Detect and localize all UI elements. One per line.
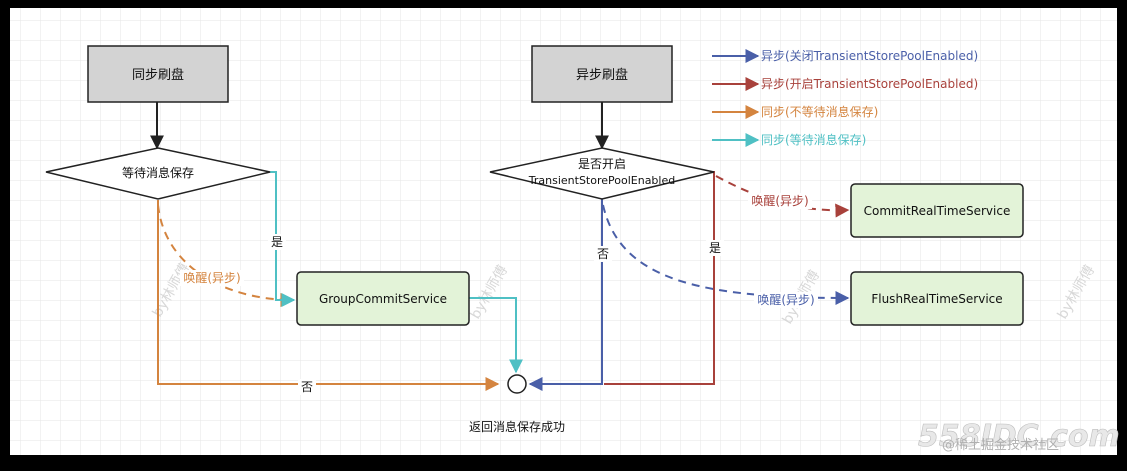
yes-label-bg-async	[706, 240, 724, 256]
yes-label-async: 是	[709, 241, 721, 255]
wait-save-decision	[45, 147, 271, 200]
transient-decision	[489, 147, 715, 200]
yes-label-bg	[268, 234, 286, 250]
no-label-async: 否	[597, 247, 609, 261]
group-commit-node	[296, 271, 470, 326]
flush-realtime-node	[850, 271, 1024, 326]
brand-watermark: 558IDC.com	[918, 419, 1120, 454]
legend: 异步(关闭TransientStorePoolEnabled) 异步(开启Tra…	[712, 49, 978, 147]
wakeup-label-blue: 唤醒(异步)	[757, 293, 814, 307]
cyan-to-end-path	[469, 297, 523, 374]
wakeup-label-bg-blue	[754, 292, 818, 308]
no-label-sync: 否	[301, 380, 313, 394]
legend-label-cyan: 同步(等待消息保存)	[761, 132, 866, 147]
group-commit-label: GroupCommitService	[319, 292, 447, 306]
legend-label-blue: 异步(关闭TransientStorePoolEnabled)	[761, 49, 978, 63]
wait-save-label: 等待消息保存	[122, 165, 194, 180]
red-wakeup-path	[715, 175, 850, 218]
commit-realtime-label: CommitRealTimeService	[864, 204, 1011, 218]
transient-label-line1: 是否开启	[578, 157, 626, 171]
wakeup-label-orange: 唤醒(异步)	[183, 271, 240, 285]
wakeup-label-bg-red	[748, 193, 812, 209]
flush-realtime-label: FlushRealTimeService	[871, 292, 1002, 306]
orange-no-path	[157, 200, 500, 391]
community-watermark: @稀土掘金技术社区	[942, 437, 1059, 453]
end-node	[507, 374, 527, 394]
yes-label-sync: 是	[271, 235, 283, 249]
async-flush-label: 异步刷盘	[576, 67, 628, 83]
legend-label-red: 异步(开启TransientStorePoolEnabled)	[761, 77, 978, 91]
wakeup-label-red: 唤醒(异步)	[751, 194, 808, 208]
commit-realtime-node	[850, 183, 1024, 238]
sync-flush-label: 同步刷盘	[132, 67, 184, 83]
no-label-bg-sync	[298, 379, 316, 395]
no-label-bg-async	[594, 246, 612, 262]
wakeup-label-bg-orange	[180, 270, 244, 286]
legend-label-orange: 同步(不等待消息保存)	[761, 104, 878, 119]
end-label: 返回消息保存成功	[469, 419, 565, 434]
async-flush-node	[531, 45, 673, 103]
sync-flush-node	[87, 45, 229, 103]
transient-label-line2: TransientStorePoolEnabled	[528, 174, 675, 187]
